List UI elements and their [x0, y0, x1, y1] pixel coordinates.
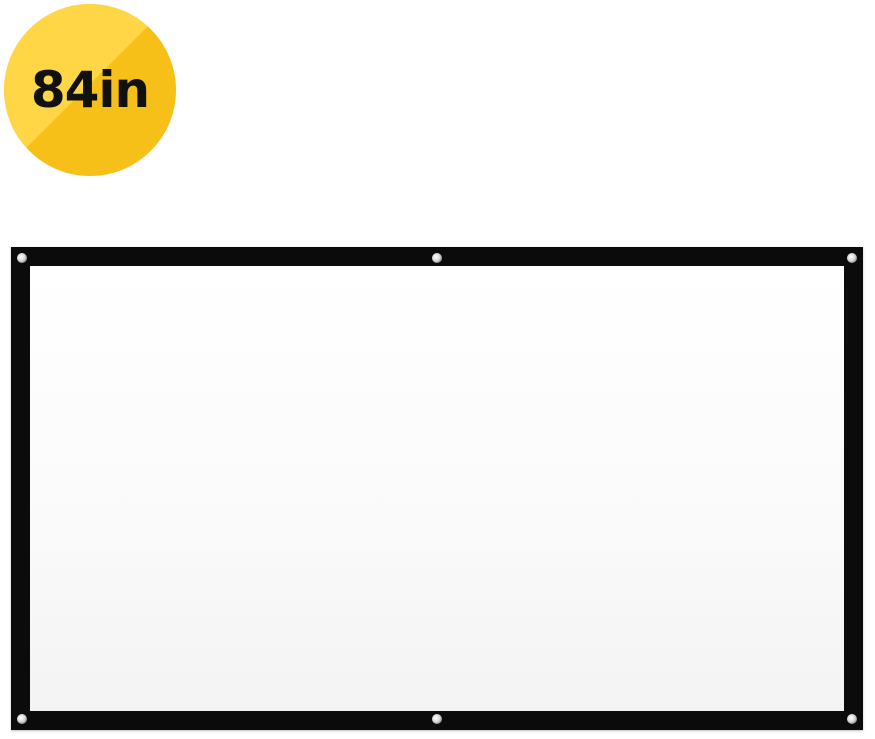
size-label: 84in	[30, 61, 150, 119]
grommet-icon	[17, 253, 27, 263]
projector-screen	[11, 247, 863, 730]
grommet-icon	[847, 714, 857, 724]
grommet-icon	[17, 714, 27, 724]
grommet-icon	[847, 253, 857, 263]
size-badge: 84in	[4, 4, 176, 176]
badge-shine	[4, 4, 176, 176]
grommet-icon	[432, 714, 442, 724]
grommet-icon	[432, 253, 442, 263]
screen-surface	[30, 266, 844, 711]
